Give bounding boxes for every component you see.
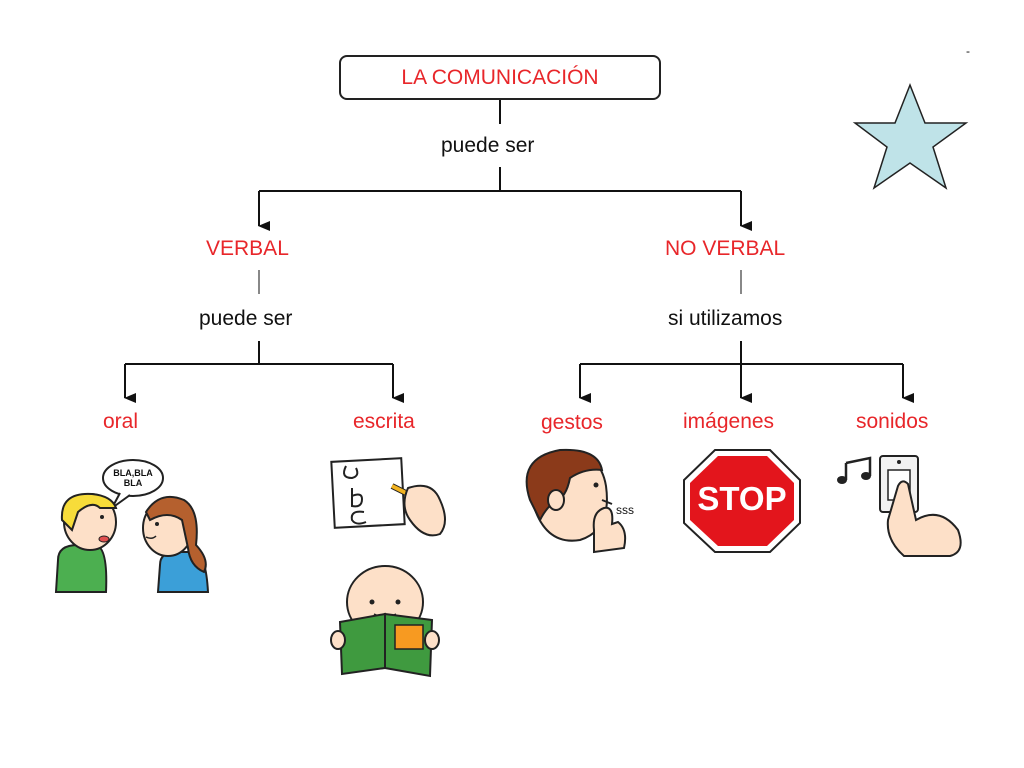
leaf-imagenes-label: imágenes [683,410,775,433]
leaf-sonidos-label: sonidos [856,410,929,433]
star-icon [852,82,969,190]
reading-child-icon [330,565,440,678]
leaf-oral-label: oral [103,410,139,433]
no-verbal-connector-label: si utilizamos [668,307,783,330]
shush-sound-text: sss [616,503,634,517]
root-connector-label: puede ser [441,134,535,157]
verbal-connector-label: puede ser [199,307,293,330]
root-label: LA COMUNICACIÓN [401,65,599,89]
branch-no-verbal-label: NO VERBAL [665,237,786,260]
stop-sign-text: STOP [697,480,787,517]
stop-sign-icon [683,449,801,553]
speech-bubble-text: BLA,BLA BLA [113,468,153,488]
leaf-gestos-label: gestos [541,411,603,434]
shush-gesture-icon [525,448,627,554]
writing-hand-icon [330,457,446,537]
doorbell-icon [837,455,962,557]
root-node: LA COMUNICACIÓN [339,55,661,100]
leaf-escrita-label: escrita [353,410,415,433]
corner-mark: - [966,44,970,58]
branch-verbal-label: VERBAL [206,237,289,260]
talking-kids-icon [54,459,210,593]
